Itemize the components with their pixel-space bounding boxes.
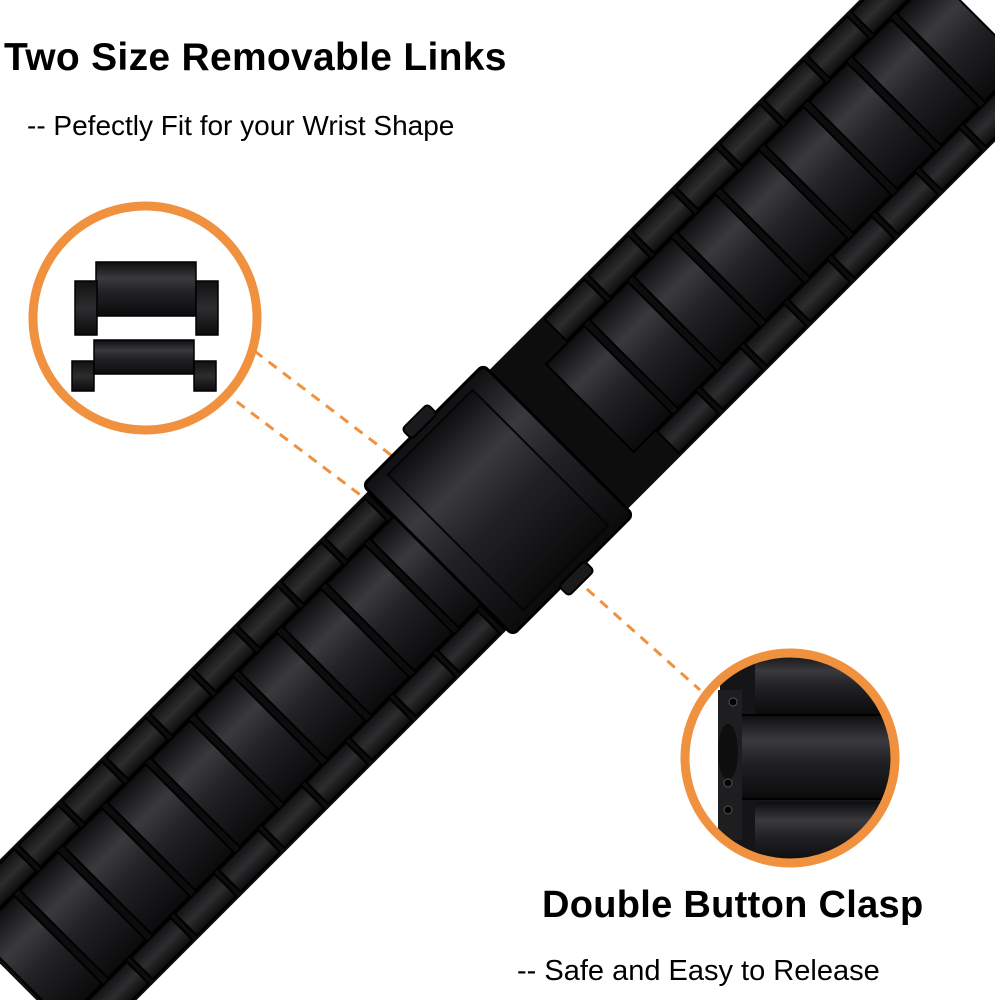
clasp-button-icon: [718, 724, 738, 780]
top-callout-title: Two Size Removable Links: [4, 36, 507, 79]
clasp-button-icon: [559, 561, 594, 596]
clasp-button-icon: [402, 404, 437, 439]
clasp: [363, 365, 633, 635]
bottom-callout-subtitle: -- Safe and Easy to Release: [517, 955, 880, 987]
top-callout-subtitle: -- Pefectly Fit for your Wrist Shape: [27, 110, 455, 141]
removable-links-inset: [28, 201, 262, 435]
bottom-callout-title: Double Button Clasp: [542, 884, 924, 926]
double-button-clasp-inset: [680, 648, 900, 868]
